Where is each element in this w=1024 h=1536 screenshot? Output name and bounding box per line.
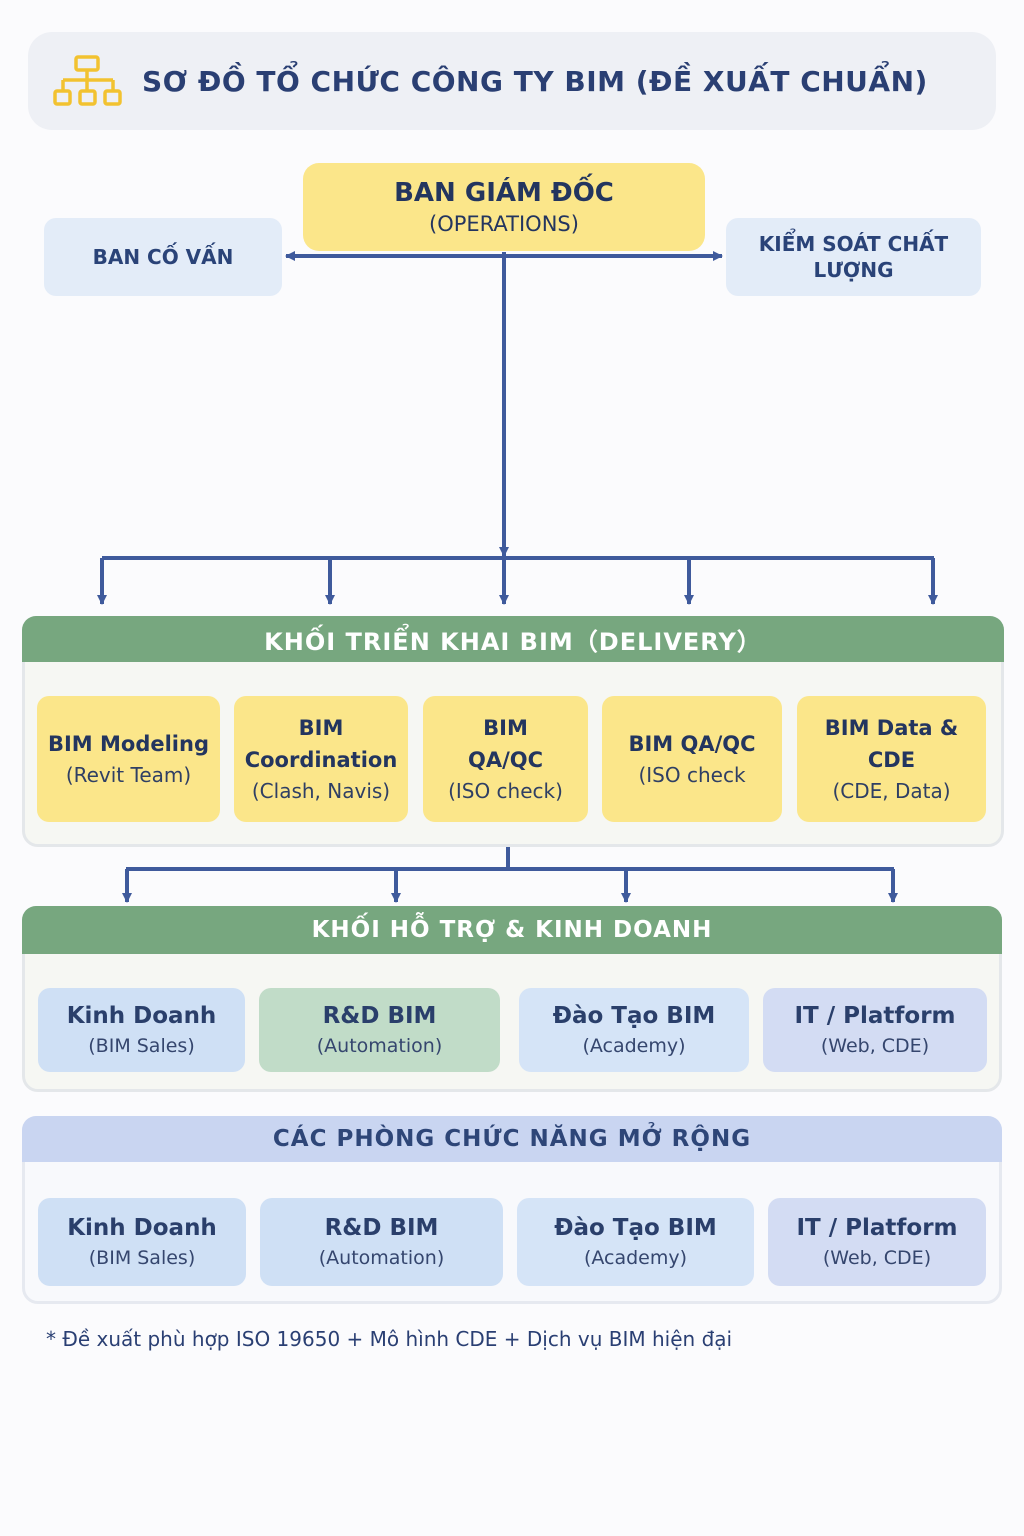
page-title: SƠ ĐỒ TỔ CHỨC CÔNG TY BIM (ĐỀ XUẤT CHUẨN… bbox=[142, 65, 928, 98]
card-subtitle: (Automation) bbox=[318, 1247, 445, 1269]
card-title: Đào Tạo BIM bbox=[552, 1003, 716, 1029]
card-subtitle: (Web, CDE) bbox=[820, 1035, 930, 1057]
card-subtitle: (Academy) bbox=[583, 1247, 688, 1269]
card-it-platform: IT / Platform (Web, CDE) bbox=[763, 988, 987, 1072]
card-title: Đào Tạo BIM bbox=[554, 1215, 717, 1241]
card-bim-modeling: BIM Modeling (Revit Team) bbox=[37, 696, 220, 822]
card-subtitle: (CDE, Data) bbox=[832, 779, 951, 803]
node-qc-label: KIỂM SOÁT CHẤT LƯỢNG bbox=[758, 232, 949, 282]
node-advisor-label: BAN CỐ VẤN bbox=[92, 245, 234, 269]
card-it-platform-ext: IT / Platform (Web, CDE) bbox=[768, 1198, 986, 1286]
footnote: * Đề xuất phù hợp ISO 19650 + Mô hình CD… bbox=[46, 1327, 733, 1351]
card-bim-qaqc-2: BIM QA/QC (ISO check bbox=[602, 696, 782, 822]
card-subtitle: (Web, CDE) bbox=[822, 1247, 932, 1269]
card-bim-qaqc-1: BIM QA/QC (ISO check) bbox=[423, 696, 588, 822]
card-sales-ext: Kinh Doanh (BIM Sales) bbox=[38, 1198, 246, 1286]
card-title: BIM Modeling bbox=[47, 732, 209, 756]
section-support-title: KHỐI HỖ TRỢ & KINH DOANH bbox=[22, 906, 1002, 954]
card-title: Kinh Doanh bbox=[67, 1215, 217, 1241]
card-title: R&D BIM bbox=[324, 1215, 439, 1241]
node-quality-control: KIỂM SOÁT CHẤT LƯỢNG bbox=[726, 218, 981, 296]
node-board-of-directors: BAN GIÁM ĐỐC (OPERATIONS) bbox=[303, 163, 705, 251]
card-rnd: R&D BIM (Automation) bbox=[259, 988, 500, 1072]
card-bim-coordination: BIM Coordination (Clash, Navis) bbox=[234, 696, 408, 822]
card-subtitle: (Clash, Navis) bbox=[251, 779, 391, 803]
card-sales: Kinh Doanh (BIM Sales) bbox=[38, 988, 245, 1072]
card-subtitle: (Revit Team) bbox=[65, 763, 192, 787]
card-subtitle: (Automation) bbox=[316, 1035, 443, 1057]
node-ceo-title: BAN GIÁM ĐỐC bbox=[394, 178, 614, 208]
card-title: BIM QA/QC bbox=[467, 716, 544, 772]
section-extended-title: CÁC PHÒNG CHỨC NĂNG MỞ RỘNG bbox=[22, 1116, 1002, 1162]
card-title: BIM QA/QC bbox=[628, 732, 756, 756]
card-title: BIM Data & CDE bbox=[824, 716, 959, 772]
org-chart-icon bbox=[53, 55, 122, 106]
card-rnd-ext: R&D BIM (Automation) bbox=[260, 1198, 503, 1286]
card-title: BIM Coordination bbox=[244, 716, 398, 772]
card-title: Kinh Doanh bbox=[66, 1003, 217, 1029]
card-title: R&D BIM bbox=[322, 1003, 437, 1029]
card-subtitle: (BIM Sales) bbox=[88, 1035, 195, 1057]
card-subtitle: (ISO check bbox=[638, 763, 746, 787]
card-subtitle: (ISO check) bbox=[448, 779, 563, 803]
node-advisory-board: BAN CỐ VẤN bbox=[44, 218, 282, 296]
card-academy-ext: Đào Tạo BIM (Academy) bbox=[517, 1198, 754, 1286]
card-subtitle: (Academy) bbox=[582, 1035, 686, 1057]
title-banner bbox=[28, 32, 996, 130]
card-academy: Đào Tạo BIM (Academy) bbox=[519, 988, 749, 1072]
section-delivery-title: KHỐI TRIỂN KHAI BIM（DELIVERY） bbox=[22, 616, 1004, 662]
node-ceo-subtitle: (OPERATIONS) bbox=[429, 212, 579, 236]
card-bim-data-cde: BIM Data & CDE (CDE, Data) bbox=[797, 696, 986, 822]
card-subtitle: (BIM Sales) bbox=[88, 1247, 196, 1269]
card-title: IT / Platform bbox=[796, 1215, 958, 1241]
card-title: IT / Platform bbox=[794, 1003, 956, 1029]
